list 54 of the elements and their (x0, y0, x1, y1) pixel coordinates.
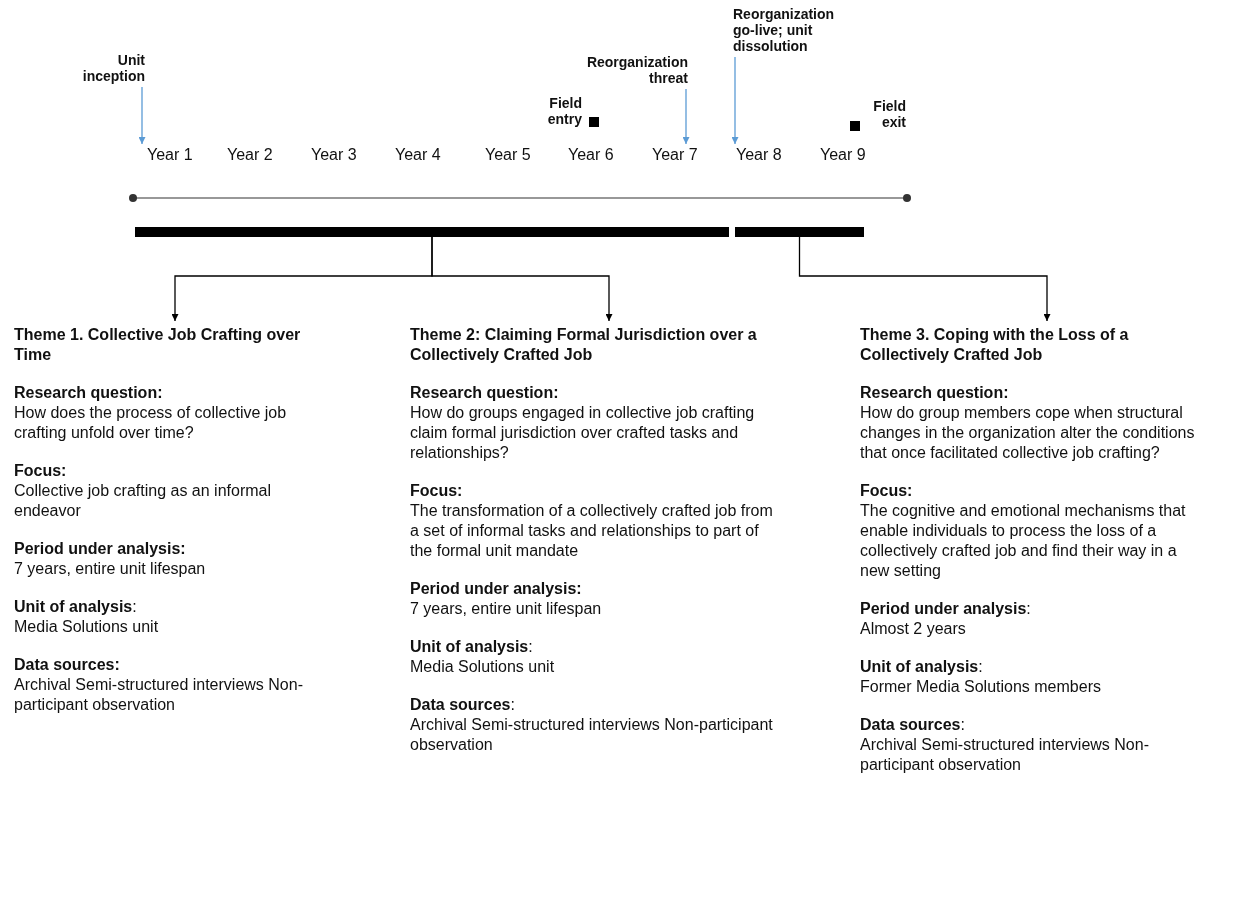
section-heading: Unit of analysis: (410, 637, 534, 657)
section-text: Archival Semi-structured interviews Non-participant observation (14, 675, 304, 715)
section-heading: Research question: (860, 383, 1010, 403)
section-text: How do group members cope when structural changes in the organization alter the conditions that once facilitated collective job crafting? (860, 403, 1196, 463)
section-text: How does the process of collective job crafting unfold over time? (14, 403, 288, 443)
year-label: Year 2 (227, 146, 273, 164)
year-label: Year 5 (485, 146, 531, 164)
connector-arrow (431, 236, 613, 322)
connector-arrow (138, 86, 146, 145)
section-text: Archival Semi-structured interviews Non-participant observation (860, 735, 1150, 775)
section-heading: Data sources: (14, 655, 121, 675)
section-heading: Focus: (14, 461, 68, 481)
section-text: Almost 2 years (860, 619, 967, 639)
section-heading: Period under analysis: (14, 539, 187, 559)
section-heading: Unit of analysis: (860, 657, 984, 677)
year-label: Year 4 (395, 146, 441, 164)
section-heading: Research question: (14, 383, 164, 403)
section-text: The cognitive and emotional mechanisms that enable individuals to process the loss of a collectively crafted job and find their way in a new setting (860, 501, 1187, 581)
section-heading: Focus: (410, 481, 464, 501)
connector-arrow (798, 236, 1051, 322)
section-text: Media Solutions unit (14, 617, 160, 637)
section-text: Former Media Solutions members (860, 677, 1102, 697)
connector-arrow (731, 56, 739, 145)
section-heading: Period under analysis: (860, 599, 1032, 619)
section-text: 7 years, entire unit lifespan (14, 559, 207, 579)
section-text: Media Solutions unit (410, 657, 556, 677)
section-heading: Research question: (410, 383, 560, 403)
section-text: Collective job crafting as an informal endeavor (14, 481, 272, 521)
section-heading: Data sources: (860, 715, 966, 735)
year-label: Year 6 (568, 146, 614, 164)
theme-heading: Theme 1. Collective Job Crafting over Time (14, 325, 302, 365)
year-label: Year 7 (652, 146, 698, 164)
year-label: Year 8 (736, 146, 782, 164)
year-label: Year 3 (311, 146, 357, 164)
period-bar (135, 227, 729, 237)
section-heading: Data sources: (410, 695, 516, 715)
event-label: Reorganization go-live; unit dissolution (733, 6, 853, 54)
section-text: How do groups engaged in collective job crafting claim formal jurisdiction over crafted tasks and relationships? (410, 403, 756, 463)
section-text: 7 years, entire unit lifespan (410, 599, 603, 619)
section-heading: Unit of analysis: (14, 597, 138, 617)
event-label: Field exit (872, 98, 906, 130)
section-text: The transformation of a collectively crafted job from a set of informal tasks and relationships to part of the formal unit mandate (410, 501, 774, 561)
period-bar (735, 227, 864, 237)
event-label: Reorganization threat (548, 54, 688, 86)
theme-heading: Theme 2: Claiming Formal Jurisdiction over a Collectively Crafted Job (410, 325, 758, 365)
section-heading: Focus: (860, 481, 914, 501)
event-label: Unit inception (60, 52, 145, 84)
theme-heading: Theme 3. Coping with the Loss of a Collectively Crafted Job (860, 325, 1130, 365)
section-heading: Period under analysis: (410, 579, 583, 599)
year-label: Year 1 (147, 146, 193, 164)
event-label: Field entry (546, 95, 582, 127)
connector-arrow (682, 88, 690, 145)
year-label: Year 9 (820, 146, 866, 164)
section-text: Archival Semi-structured interviews Non-participant observation (410, 715, 774, 755)
